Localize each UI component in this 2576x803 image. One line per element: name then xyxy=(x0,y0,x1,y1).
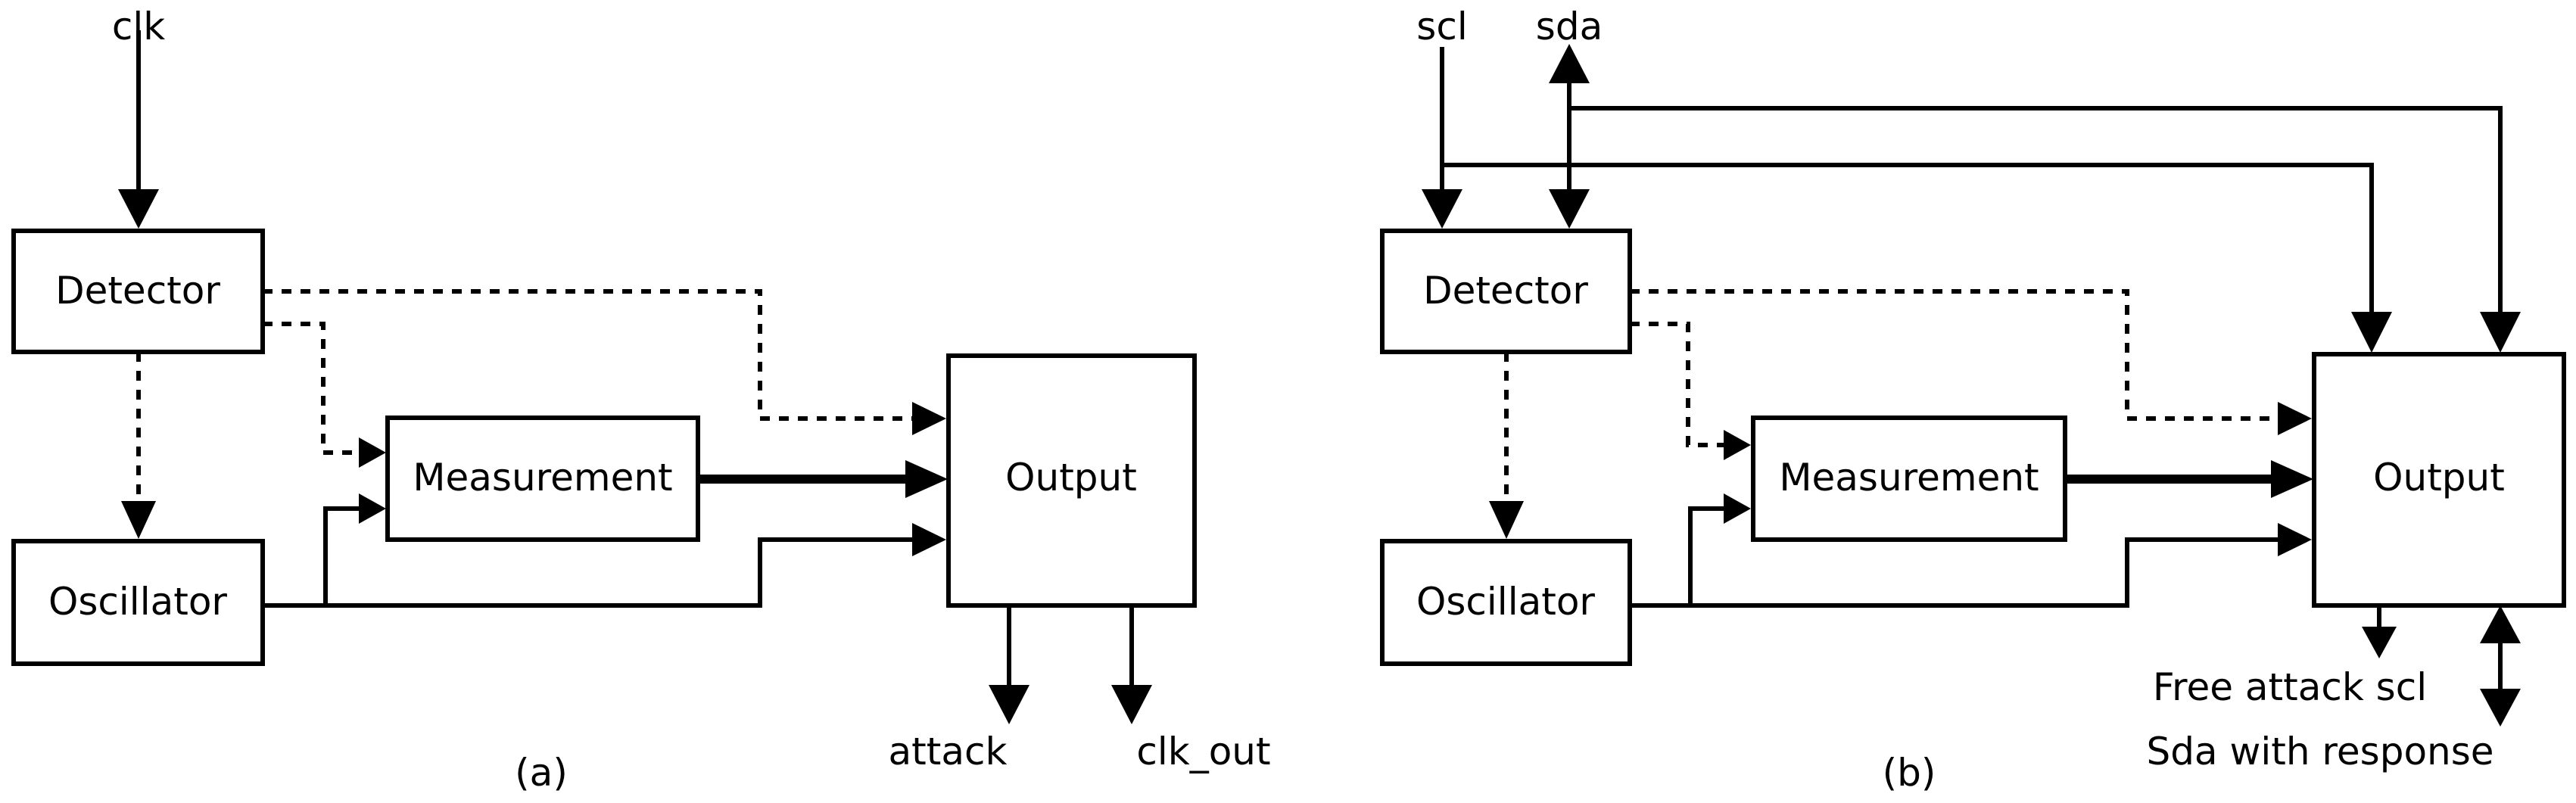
output-block-b: Output xyxy=(2312,352,2566,608)
scl-to-output-arrowhead xyxy=(2351,312,2392,353)
diagram-b: Detector Oscillator Measurement Output s… xyxy=(1380,5,2566,795)
diagram-a: Detector Oscillator Measurement Output c… xyxy=(11,5,1271,795)
detector-to-measurement-arrowhead-b xyxy=(1724,430,1751,460)
detector-label-b: Detector xyxy=(1423,269,1588,313)
sda-up-arrowhead xyxy=(1549,44,1590,83)
oscillator-to-measurement-line xyxy=(263,506,365,608)
measurement-block: Measurement xyxy=(385,416,700,542)
oscillator-to-output-arrowhead-b xyxy=(2278,523,2312,556)
output-label-b: Output xyxy=(2373,456,2505,500)
sda-to-output-arrowhead xyxy=(2480,312,2521,353)
measurement-to-output-arrowhead-b xyxy=(2271,460,2313,498)
sda-with-response-label: Sda with response xyxy=(2146,730,2493,773)
measurement-label-b: Measurement xyxy=(1779,456,2039,500)
clk-out-output-arrowhead xyxy=(1111,685,1152,724)
oscillator-to-measurement-line-b xyxy=(1630,506,1730,608)
detector-to-oscillator-arrowhead xyxy=(121,501,156,539)
free-attack-scl-arrowhead xyxy=(2362,627,2397,658)
sda-input-label: sda xyxy=(1536,5,1603,48)
measurement-label: Measurement xyxy=(413,456,672,500)
clk-input-label: clk xyxy=(112,5,165,48)
oscillator-label-b: Oscillator xyxy=(1416,580,1595,624)
oscillator-label: Oscillator xyxy=(48,580,227,624)
detector-to-output-arrowhead-b xyxy=(2278,402,2312,435)
scl-input-label: scl xyxy=(1416,5,1467,48)
attack-output-arrowhead xyxy=(989,685,1029,724)
oscillator-block-b: Oscillator xyxy=(1380,539,1632,666)
oscillator-to-output-line-b xyxy=(1690,537,2284,608)
detector-block: Detector xyxy=(11,229,265,354)
scl-input-arrowhead xyxy=(1422,189,1462,229)
sda-response-up-arrowhead xyxy=(2480,605,2521,643)
sda-to-output-line xyxy=(1569,106,2503,318)
oscillator-to-measurement-arrowhead-b xyxy=(1724,493,1751,524)
measurement-block-b: Measurement xyxy=(1751,416,2067,542)
scl-to-output-line xyxy=(1442,163,2374,318)
detector-to-measurement-line-b xyxy=(1630,322,1730,447)
sda-response-down-arrowhead xyxy=(2480,689,2521,727)
oscillator-to-measurement-arrowhead xyxy=(359,493,386,524)
oscillator-block: Oscillator xyxy=(11,539,265,666)
clk-input-arrowhead xyxy=(118,189,159,229)
oscillator-to-output-arrowhead xyxy=(912,523,946,556)
sda-down-arrowhead xyxy=(1549,189,1590,229)
caption-a: (a) xyxy=(515,751,568,795)
attack-output-label: attack xyxy=(889,730,1008,773)
detector-to-output-arrowhead xyxy=(912,402,946,435)
oscillator-to-output-line xyxy=(326,537,918,608)
detector-label: Detector xyxy=(55,269,220,313)
detector-to-measurement-arrowhead xyxy=(359,437,386,468)
detector-block-b: Detector xyxy=(1380,229,1632,354)
caption-b: (b) xyxy=(1883,751,1936,795)
clk-out-output-label: clk_out xyxy=(1136,730,1270,773)
output-label: Output xyxy=(1005,456,1137,500)
detector-to-output-line-b xyxy=(1630,289,2284,421)
output-block: Output xyxy=(946,353,1197,608)
detector-to-measurement-line xyxy=(263,322,365,455)
free-attack-scl-label: Free attack scl xyxy=(2153,665,2427,709)
detector-to-output-line xyxy=(263,289,918,421)
measurement-to-output-arrowhead xyxy=(905,460,948,498)
detector-to-oscillator-arrowhead-b xyxy=(1489,501,1524,539)
